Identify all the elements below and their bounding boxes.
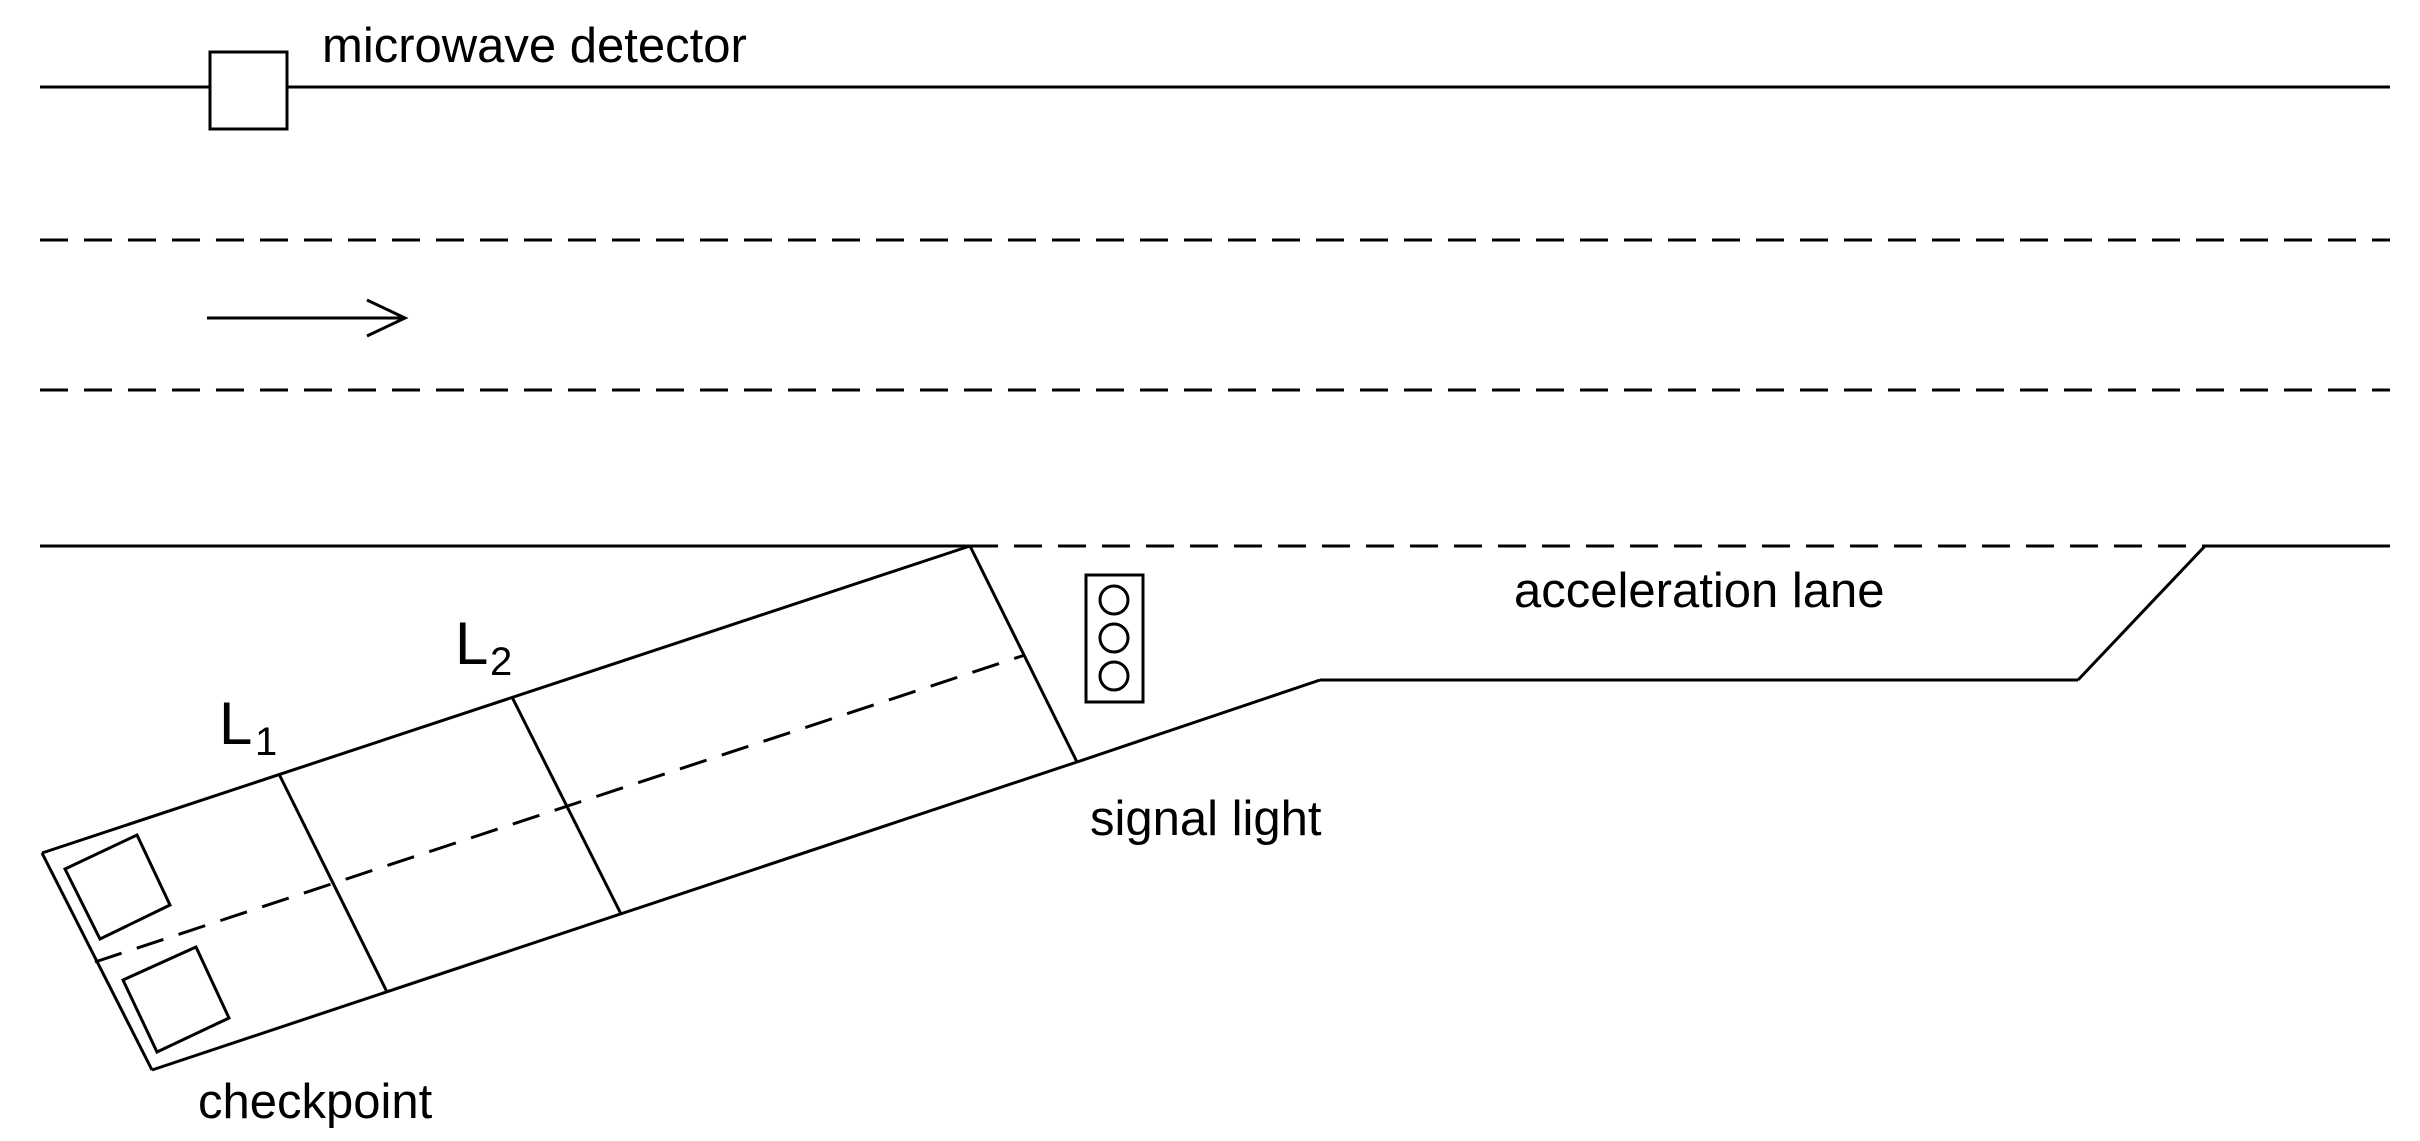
acceleration-lane-edge-1	[1076, 678, 1321, 764]
l1-detector-line	[277, 773, 389, 993]
l2-label: L 2	[455, 610, 512, 684]
traffic-light-icon	[1084, 573, 1145, 704]
microwave-detector-label: microwave detector	[322, 19, 747, 73]
ramp-lower-edge	[151, 760, 1078, 1072]
svg-text:L: L	[455, 610, 488, 677]
l2-detector-line	[510, 696, 623, 915]
acceleration-lane: acceleration lane	[1076, 544, 2207, 764]
on-ramp	[40, 544, 1079, 1072]
svg-text:2: 2	[490, 640, 512, 684]
svg-text:1: 1	[255, 720, 277, 764]
mainline-road	[40, 85, 2390, 548]
checkpoint-booth-1	[62, 833, 172, 941]
ramp-lane-divider	[94, 653, 1026, 964]
l1-label: L 1	[219, 690, 277, 764]
right-arrow-icon	[207, 298, 409, 338]
acceleration-lane-taper	[2076, 544, 2207, 682]
checkpoint-booth-icon	[62, 833, 231, 1054]
acceleration-lane-label: acceleration lane	[1514, 564, 1884, 618]
svg-text:L: L	[219, 690, 252, 757]
checkpoint-label: checkpoint	[198, 1075, 433, 1129]
microwave-detector: microwave detector	[208, 19, 747, 131]
signal-light-label: signal light	[1090, 792, 1322, 846]
square-sensor-icon	[208, 50, 289, 131]
checkpoint-booth-2	[120, 945, 231, 1054]
ramp-upper-edge	[41, 544, 971, 855]
